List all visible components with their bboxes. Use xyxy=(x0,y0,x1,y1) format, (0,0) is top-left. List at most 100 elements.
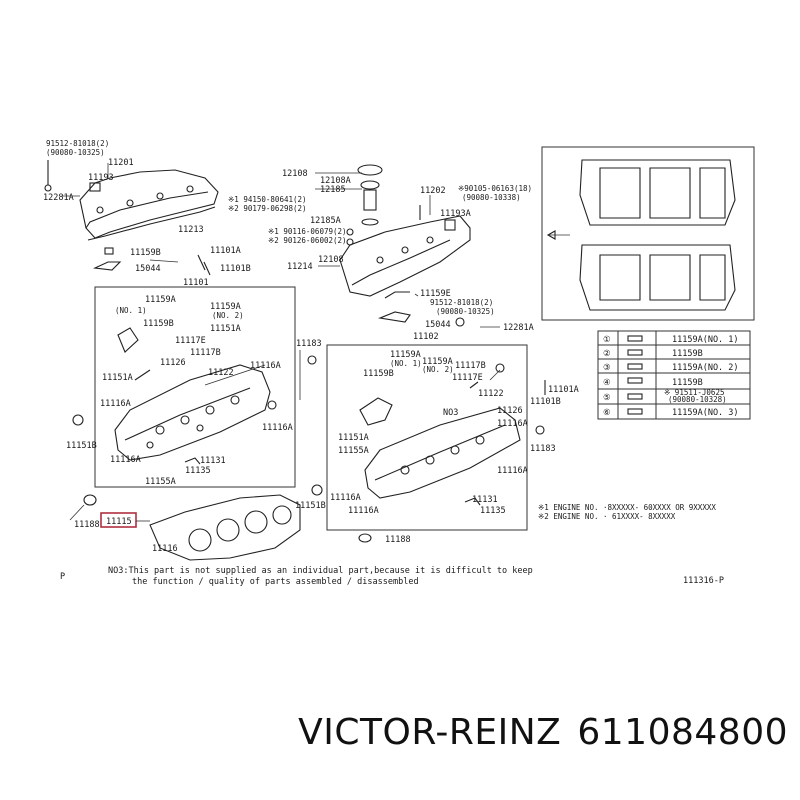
label-11151b-m: 11151B xyxy=(295,501,326,511)
engine-note-1: ※1 ENGINE NO. ·8XXXXX- 60XXXX OR 9XXXXX xyxy=(538,503,716,512)
stud-11101b-icon xyxy=(203,261,211,276)
label-12108a: 12108A xyxy=(320,176,351,186)
gasket-inset-drawings xyxy=(546,159,736,311)
label-11126: 11126 xyxy=(160,358,186,368)
label-11131-left: 11131 xyxy=(200,456,226,466)
part-11131-icon xyxy=(184,457,201,465)
label-11201: 11201 xyxy=(108,158,134,168)
label-11159b: 11159B xyxy=(130,248,161,258)
label-11159e: 11159E xyxy=(420,289,451,299)
legend-symbol-2: ② xyxy=(603,349,611,359)
label-11183-m: 11183 xyxy=(530,444,556,454)
brand-name: VICTOR-REINZ xyxy=(298,712,562,753)
part-11188-icon xyxy=(83,494,97,506)
left-valve-cover xyxy=(44,160,219,239)
label-11159a-1: 11159A xyxy=(145,295,176,305)
part-11151b-right-icon xyxy=(311,484,323,496)
label-90080-c: (90080-10325) xyxy=(436,307,495,316)
label-90105: ※90105-06163(18) xyxy=(458,184,532,193)
label-90126: ※2 90126-06002(2) xyxy=(268,236,347,245)
label-11159b-left: 11159B xyxy=(143,319,174,329)
legend-row-2: 11159B xyxy=(672,349,703,359)
label-no1-a: (NO. 1) xyxy=(115,306,147,315)
label-11117e: 11117E xyxy=(175,336,206,346)
label-11151a: 11151A xyxy=(210,324,241,334)
label-11213: 11213 xyxy=(178,225,204,235)
label-90080-b: (90080-10338) xyxy=(462,193,521,202)
bolt-3-icon xyxy=(627,363,643,370)
part-12281a-icon xyxy=(455,317,465,327)
label-11101a-r: 11101A xyxy=(548,385,579,395)
part-11188-right-icon xyxy=(358,533,372,543)
label-11183: 11183 xyxy=(296,339,322,349)
label-15044-b: 15044 xyxy=(425,320,451,330)
part-11131-right-icon xyxy=(464,497,481,506)
label-11155a: 11155A xyxy=(145,477,176,487)
right-valve-cover xyxy=(339,205,471,297)
label-11159a-m: 11159A xyxy=(390,350,421,360)
label-11188-left: 11188 xyxy=(74,520,100,530)
label-11116a-1: 11116A xyxy=(250,361,281,371)
label-11151b: 11151B xyxy=(66,441,97,451)
note-line-1: NO3:This part is not supplied as an indi… xyxy=(108,566,533,576)
part-11159b-icon xyxy=(104,247,114,255)
label-11117b-m: 11117B xyxy=(455,361,486,371)
leader-lines xyxy=(62,163,501,522)
label-12108: 12108 xyxy=(282,169,308,179)
label-11102: 11102 xyxy=(413,332,439,342)
label-11159a-2: 11159A xyxy=(210,302,241,312)
label-11135-m: 11135 xyxy=(480,506,506,516)
label-12281a: 12281A xyxy=(43,193,74,203)
label-94156: ※1 94150-80641(2) xyxy=(228,195,307,204)
part-11151b-icon xyxy=(72,414,84,426)
label-11155a-m: 11155A xyxy=(338,446,369,456)
head-gasket-11115 xyxy=(149,494,301,561)
part-11116a-icon xyxy=(267,400,277,410)
label-15044: 15044 xyxy=(135,264,161,274)
label-11117b: 11117B xyxy=(190,348,221,358)
label-11115: 11115 xyxy=(106,517,132,527)
label-11151a-b: 11151A xyxy=(102,373,133,383)
label-91512-b: 91512-81018(2) xyxy=(430,298,493,307)
legend-symbol-4: ④ xyxy=(603,378,611,388)
label-11116a-m3: 11116A xyxy=(330,493,361,503)
legend-row-3: 11159A(NO. 2) xyxy=(672,363,739,373)
gasket-inset-frame xyxy=(541,146,755,321)
label-11116a-m: 11116A xyxy=(497,419,528,429)
label-11159a-m2: 11159A xyxy=(422,357,453,367)
label-11159b-m: 11159B xyxy=(363,369,394,379)
label-11202: 11202 xyxy=(420,186,446,196)
label-11214: 11214 xyxy=(287,262,313,272)
label-12108-b: 12108 xyxy=(318,255,344,265)
label-90116: ※1 90116-06079(2) xyxy=(268,227,347,236)
label-11116a-m4: 11116A xyxy=(348,506,379,516)
bolt-4-icon xyxy=(627,377,643,384)
right-cylinder-head xyxy=(359,363,521,499)
legend-row-5b: (90080-10328) xyxy=(668,395,727,404)
right-head-frame xyxy=(326,344,528,531)
label-91512: 91512-81018(2) xyxy=(46,139,109,148)
bolt-2-icon xyxy=(627,349,643,356)
label-11151a-m: 11151A xyxy=(338,433,369,443)
note-line-2: the function / quality of parts assemble… xyxy=(132,577,419,587)
label-90179: ※2 90179-06298(2) xyxy=(228,204,307,213)
label-11116a-2: 11116A xyxy=(100,399,131,409)
part-labels: 91512-81018(2) (90080-10325) 11201 11193… xyxy=(43,139,579,554)
valve-cover-gasket xyxy=(87,206,216,241)
legend-table-text: ① ② ③ ④ ⑤ ⑥ 11159A(NO. 1) 11159B 11159A(… xyxy=(603,335,739,418)
label-no2-a: (NO. 2) xyxy=(212,311,244,320)
left-head-frame xyxy=(94,286,296,488)
engine-note-2: ※2 ENGINE NO. · 61XXXX- 8XXXXX xyxy=(538,512,676,521)
part-15044-right-icon xyxy=(377,311,411,323)
label-no1-m: (NO. 1) xyxy=(390,359,422,368)
label-no3: NO3 xyxy=(443,408,458,418)
stud-11101a-icon xyxy=(197,254,206,271)
part-15044-icon xyxy=(92,261,122,271)
part-11159e-icon xyxy=(384,291,410,299)
oil-filler-cap-parts xyxy=(346,164,383,246)
label-12281a-right: 12281A xyxy=(503,323,534,333)
legend-symbol-1: ① xyxy=(603,335,611,345)
